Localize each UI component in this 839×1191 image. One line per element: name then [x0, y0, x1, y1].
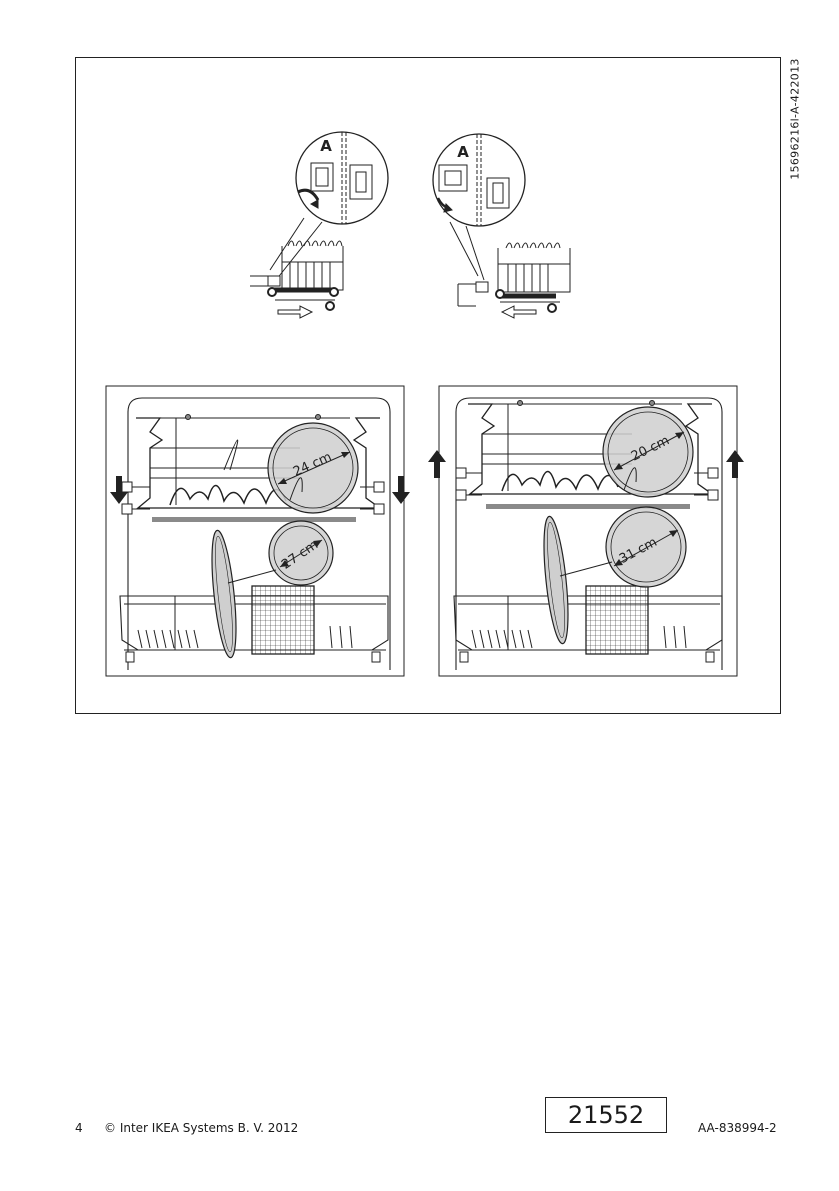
side-document-code-text: 15696216l-A-422013	[789, 58, 802, 179]
upper-rack-bar-left	[152, 517, 356, 522]
page-number: 4	[75, 1121, 83, 1135]
arrow-up-right	[726, 450, 744, 478]
panel-raised	[439, 386, 737, 676]
detail-label-right: A	[457, 143, 469, 161]
document-code: AA-838994-2	[698, 1121, 777, 1135]
rack-corner-right	[458, 243, 570, 318]
tall-plate-right	[539, 515, 572, 644]
arrow-down-right	[392, 476, 410, 504]
tall-plate-left	[207, 529, 240, 658]
rack-corner-left	[250, 241, 343, 318]
side-document-code: 15696216l-A-422013	[787, 58, 803, 180]
rail-detail-right	[433, 134, 525, 280]
arrow-up-left	[428, 450, 446, 478]
panel-lowered	[106, 386, 404, 676]
upper-rack-bar-right	[486, 504, 690, 509]
box-number: 21552	[545, 1097, 667, 1133]
detail-label-left: A	[320, 137, 332, 155]
copyright-notice: © Inter IKEA Systems B. V. 2012	[104, 1121, 298, 1135]
